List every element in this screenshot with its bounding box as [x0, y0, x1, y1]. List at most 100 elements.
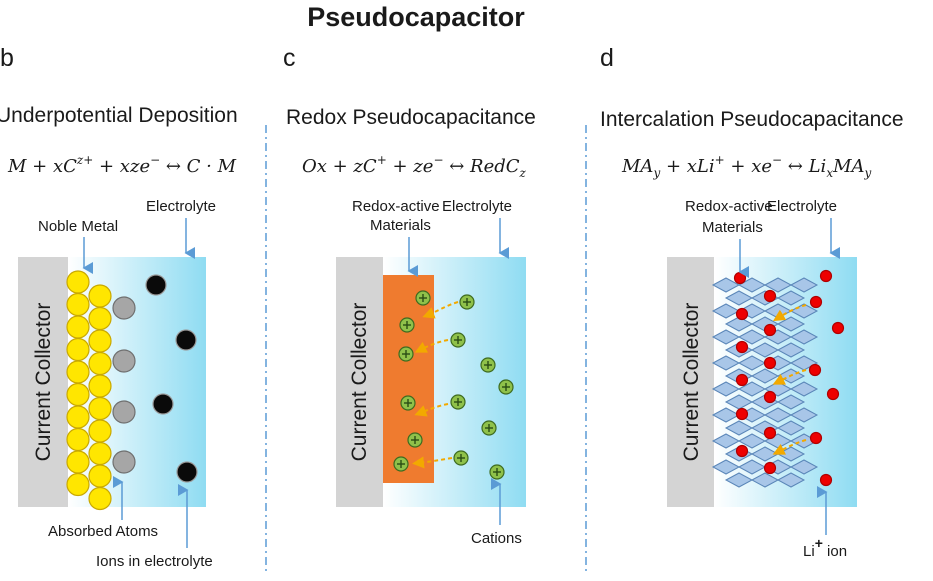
panel-d: d Intercalation Pseudocapacitance MAy + … [600, 44, 904, 560]
li-ion [831, 321, 845, 335]
transfer-arrow [414, 339, 449, 353]
panel-letter-c: c [283, 44, 296, 72]
cation [453, 450, 469, 466]
noble-metal-atom [66, 270, 90, 294]
collector-label-c: Current Collector [348, 303, 371, 462]
cation [393, 456, 409, 472]
noble-metal-atom [66, 427, 90, 452]
lattice-cell [789, 329, 819, 345]
cation [407, 432, 423, 448]
transfer-arrow [422, 301, 459, 319]
collector-label-d: Current Collector [680, 303, 703, 462]
panel-heading-c: Redox Pseudocapacitance [286, 106, 536, 129]
lattice-cell [789, 277, 819, 293]
li-ion [809, 295, 823, 309]
redox-active-material [383, 275, 434, 483]
current-collector-d [667, 257, 714, 507]
li-ion [808, 363, 822, 377]
cation [480, 357, 496, 373]
transfer-arrow [414, 403, 449, 417]
li-ion [733, 271, 747, 285]
li-ion [735, 444, 749, 458]
electrolyte-ion [152, 393, 174, 415]
li-ion [819, 473, 833, 487]
lattice-cell [789, 459, 819, 475]
li-ion [763, 323, 777, 337]
current-collector-b [18, 257, 68, 507]
li-ion [735, 373, 749, 387]
lattice-cell [776, 342, 806, 358]
noble-metal-atom [88, 374, 112, 398]
li-ion [763, 289, 777, 303]
label-electrolyte-c: Electrolyte [442, 198, 512, 215]
cation [450, 394, 466, 410]
li-ion [819, 269, 833, 283]
label-cations: Cations [471, 530, 522, 547]
li-ion [763, 356, 777, 370]
li-ion [735, 407, 749, 421]
collector-label-b: Current Collector [32, 303, 55, 462]
electrolyte-ions [145, 274, 198, 483]
cation [481, 420, 497, 436]
lattice-cell [776, 472, 806, 488]
panel-b: b Underpotential Deposition M + xCz+ + x… [0, 44, 238, 570]
cation-transfer-arrows [412, 301, 459, 469]
equation-b: M + xCz+ + xze− ↔ C · M [7, 153, 237, 177]
label-electrolyte-b: Electrolyte [146, 198, 216, 215]
label-electrolyte-d: Electrolyte [767, 198, 837, 215]
transfer-arrow [412, 456, 453, 469]
li-ion [826, 387, 840, 401]
lattice-cell [776, 420, 806, 436]
li-transfer-arrows [772, 304, 807, 455]
electrolyte-ion [145, 274, 167, 296]
absorbed-atom [112, 450, 136, 474]
li-ion [763, 390, 777, 404]
li-ion [735, 340, 749, 354]
panel-heading-b: Underpotential Deposition [0, 104, 238, 127]
cations [393, 290, 514, 480]
figure-title: Pseudocapacitor [307, 2, 525, 32]
noble-metal-atom [88, 396, 112, 421]
cation [459, 294, 475, 310]
transfer-arrow [772, 369, 807, 385]
cation [398, 346, 414, 362]
noble-metal-atom [88, 486, 112, 511]
cation [415, 290, 431, 306]
transfer-arrow [772, 304, 807, 322]
label-redox-active-d: Redox-active [685, 198, 773, 215]
noble-metal-layer [66, 270, 112, 511]
cation [489, 464, 505, 480]
cation [399, 317, 415, 333]
equation-c: Ox + zC+ + ze− ↔ RedCz [302, 153, 527, 180]
li-ion [763, 426, 777, 440]
label-materials-c: Materials [370, 217, 431, 234]
label-li-ion: Li+ ion [803, 535, 847, 560]
noble-metal-atom [88, 464, 112, 488]
noble-metal-atom [66, 382, 90, 407]
electrolyte-ion [175, 329, 197, 351]
li-ion [809, 431, 823, 445]
noble-metal-atom [66, 405, 90, 429]
label-redox-active-c: Redox-active [352, 198, 440, 215]
noble-metal-atom [66, 337, 90, 362]
panel-letter-d: d [600, 44, 614, 72]
noble-metal-atom [66, 360, 90, 384]
noble-metal-atom [88, 441, 112, 466]
absorbed-atom [112, 349, 136, 373]
label-materials-d: Materials [702, 219, 763, 236]
noble-metal-atom [66, 315, 90, 339]
panel-c: c Redox Pseudocapacitance Ox + zC+ + ze−… [283, 44, 536, 547]
electrolyte-ion [176, 461, 198, 483]
noble-metal-atom [66, 472, 90, 497]
noble-metal-atom [88, 419, 112, 443]
equation-d: MAy + xLi+ + xe− ↔ LixMAy [621, 153, 872, 180]
lattice-cell [776, 290, 806, 306]
cation [450, 332, 466, 348]
cation [400, 395, 416, 411]
panel-heading-d: Intercalation Pseudocapacitance [600, 108, 904, 131]
noble-metal-atom [88, 329, 112, 353]
noble-metal-atom [88, 284, 112, 308]
lattice-cell [776, 394, 806, 410]
li-ion [763, 461, 777, 475]
